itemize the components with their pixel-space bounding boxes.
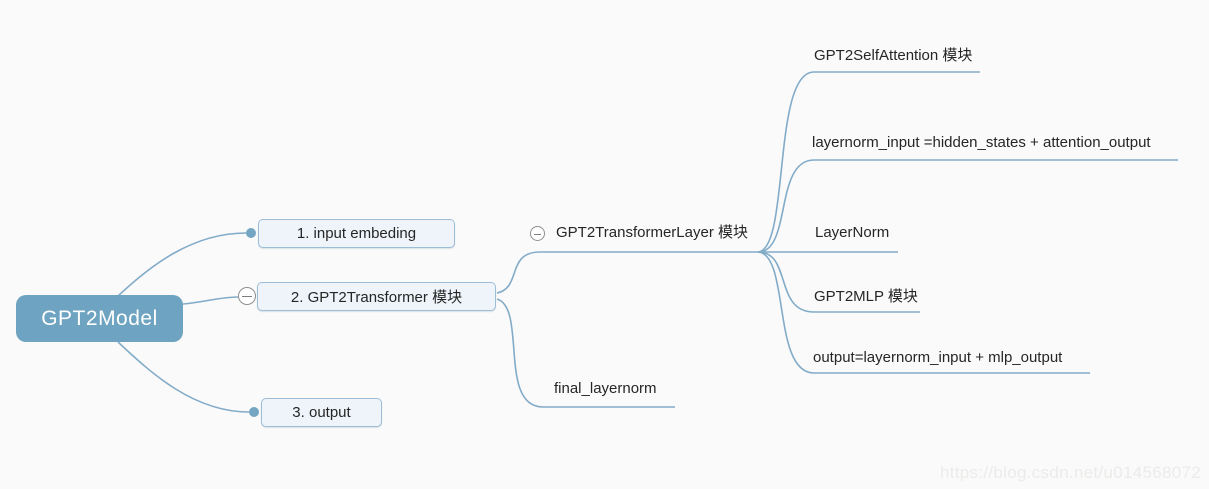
bullet-output [249, 407, 259, 417]
watermark-url: https://blog.csdn.net/u014568072 [939, 463, 1201, 482]
node-input-embeding-label: 1. input embeding [296, 225, 417, 242]
node-gpt2transformer-label: 2. GPT2Transformer 模块 [290, 289, 463, 306]
edge-root-output [117, 341, 250, 413]
node-gpt2selfattention[interactable]: GPT2SelfAttention 模块 [814, 47, 973, 64]
collapse-minus-icon[interactable] [238, 287, 256, 305]
node-output[interactable]: 3. output [261, 398, 382, 427]
node-gpt2model[interactable]: GPT2Model [16, 295, 183, 342]
edge-layer-layernorm-input [757, 159, 1178, 253]
node-gpt2transformer[interactable]: 2. GPT2Transformer 模块 [257, 282, 496, 311]
edge-root-input-embeding [117, 232, 247, 297]
node-output-label: 3. output [292, 404, 351, 421]
collapse-minus-icon[interactable] [530, 226, 545, 241]
node-gpt2model-label: GPT2Model [41, 306, 158, 330]
node-output-formula[interactable]: output=layernorm_input + mlp_output [813, 349, 1063, 366]
edge-layer-mlp [757, 251, 920, 313]
bullet-input-embeding [246, 228, 256, 238]
edge-transformer-final-layernorm [496, 298, 675, 408]
node-gpt2mlp[interactable]: GPT2MLP 模块 [814, 288, 918, 305]
node-layernorm[interactable]: LayerNorm [815, 224, 890, 241]
node-layernorm-input-formula[interactable]: layernorm_input =hidden_states + attenti… [812, 134, 1151, 151]
node-input-embeding[interactable]: 1. input embeding [258, 219, 455, 248]
node-gpt2transformerlayer[interactable]: GPT2TransformerLayer 模块 [556, 224, 748, 241]
edge-root-transformer [182, 296, 239, 305]
edge-layer-output-sum [757, 251, 1090, 374]
edge-transformer-layer [496, 251, 758, 294]
node-final-layernorm[interactable]: final_layernorm [554, 380, 657, 397]
edge-layer-selfattention [757, 71, 980, 253]
